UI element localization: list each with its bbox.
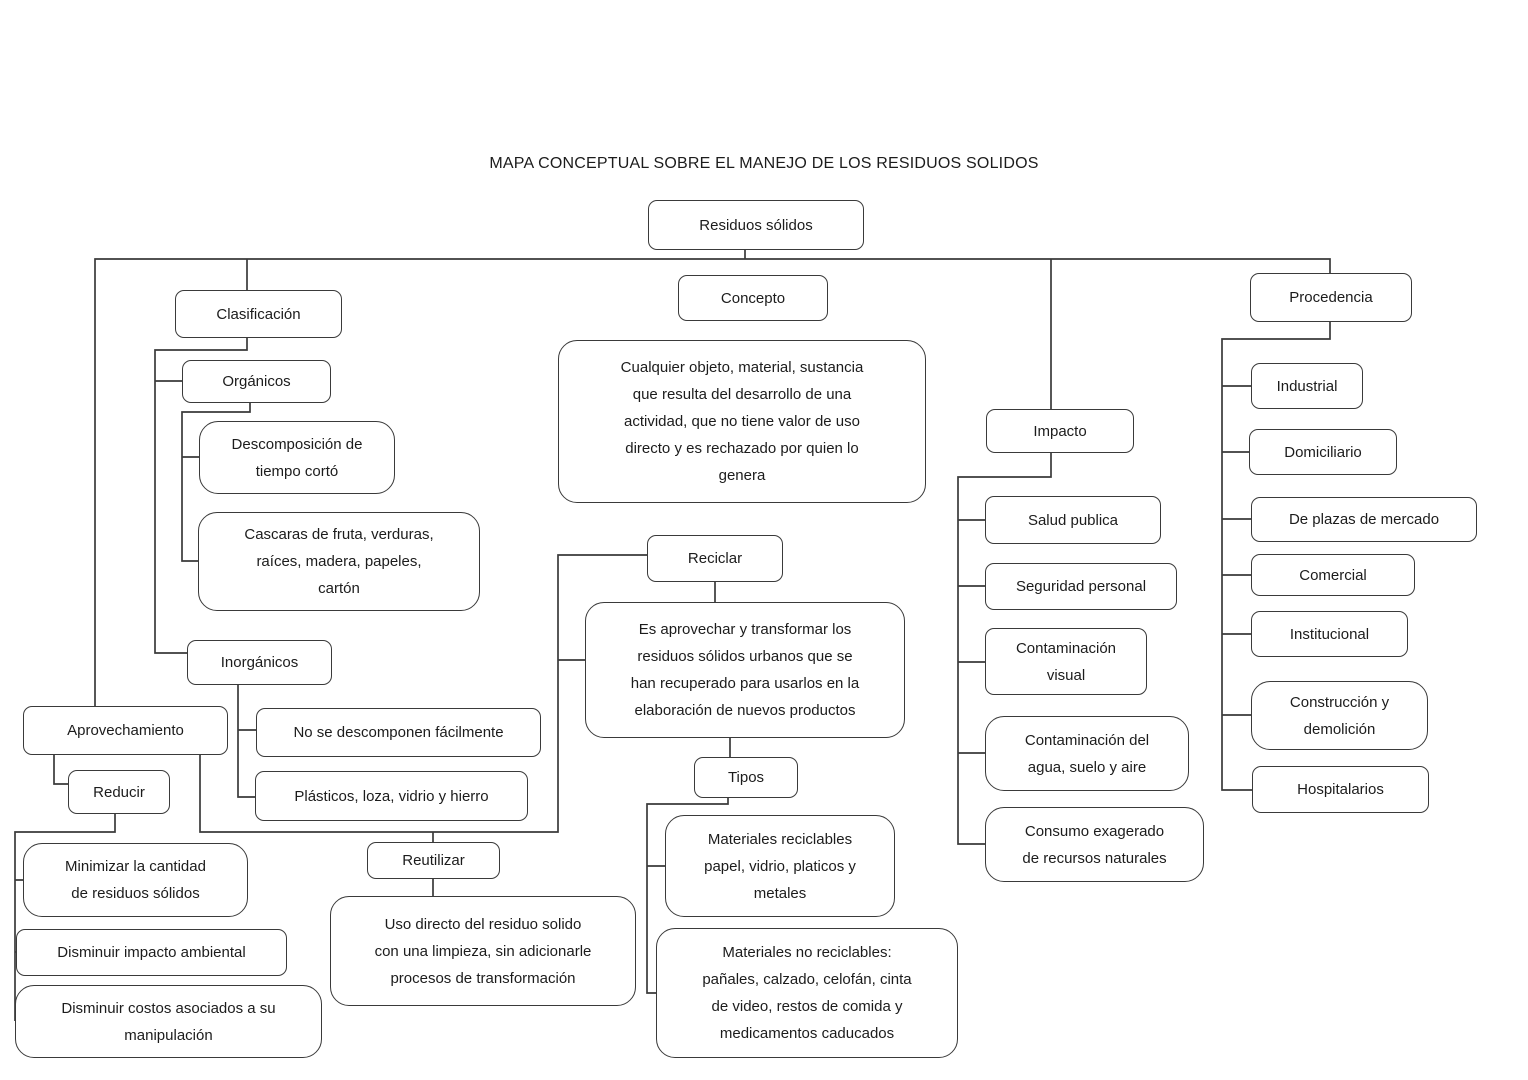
- node-hospitalarios: Hospitalarios: [1252, 766, 1429, 813]
- node-plazas-de-mercado: De plazas de mercado: [1251, 497, 1477, 542]
- node-disminuir-impacto: Disminuir impacto ambiental: [16, 929, 287, 976]
- node-reducir: Reducir: [68, 770, 170, 814]
- node-industrial: Industrial: [1251, 363, 1363, 409]
- node-clasificacion: Clasificación: [175, 290, 342, 338]
- node-salud-publica: Salud publica: [985, 496, 1161, 544]
- node-reutilizar-definicion: Uso directo del residuo solido con una l…: [330, 896, 636, 1006]
- node-plasticos-loza: Plásticos, loza, vidrio y hierro: [255, 771, 528, 821]
- node-concepto: Concepto: [678, 275, 828, 321]
- node-aprovechamiento: Aprovechamiento: [23, 706, 228, 755]
- edge-clasificacion-children: [154, 338, 248, 654]
- node-procedencia: Procedencia: [1250, 273, 1412, 322]
- node-domiciliario: Domiciliario: [1249, 429, 1397, 475]
- node-residuos-solidos: Residuos sólidos: [648, 200, 864, 250]
- node-concepto-definicion: Cualquier objeto, material, sustancia qu…: [558, 340, 926, 503]
- edge-reciclar-chain: [432, 582, 731, 994]
- node-materiales-reciclables: Materiales reciclables papel, vidrio, pl…: [665, 815, 895, 917]
- node-reutilizar: Reutilizar: [367, 842, 500, 879]
- node-materiales-no-reciclables: Materiales no reciclables: pañales, calz…: [656, 928, 958, 1058]
- edge-impacto-children: [957, 453, 1052, 845]
- edge-organicos-children: [181, 403, 251, 562]
- node-seguridad-personal: Seguridad personal: [985, 563, 1177, 610]
- edge-inorganicos-children: [237, 685, 256, 798]
- node-comercial: Comercial: [1251, 554, 1415, 596]
- edge-aprovechamiento-children: [53, 554, 647, 842]
- edge-reducir-children: [14, 814, 116, 1021]
- node-descomposicion-tiempo-corto: Descomposición de tiempo cortó: [199, 421, 395, 494]
- node-tipos: Tipos: [694, 757, 798, 798]
- edge-root-bus: [94, 250, 1331, 706]
- node-minimizar-cantidad: Minimizar la cantidad de residuos sólido…: [23, 843, 248, 917]
- node-institucional: Institucional: [1251, 611, 1408, 657]
- node-reciclar: Reciclar: [647, 535, 783, 582]
- node-contaminacion-visual: Contaminación visual: [985, 628, 1147, 695]
- node-construccion-demolicion: Construcción y demolición: [1251, 681, 1428, 750]
- node-contaminacion-agua-suelo-aire: Contaminación del agua, suelo y aire: [985, 716, 1189, 791]
- edge-procedencia-children: [1221, 322, 1331, 791]
- page-title: MAPA CONCEPTUAL SOBRE EL MANEJO DE LOS R…: [489, 155, 1039, 172]
- node-organicos: Orgánicos: [182, 360, 331, 403]
- node-reciclar-definicion: Es aprovechar y transformar los residuos…: [585, 602, 905, 738]
- node-disminuir-costos: Disminuir costos asociados a su manipula…: [15, 985, 322, 1058]
- node-impacto: Impacto: [986, 409, 1134, 453]
- node-cascaras-fruta: Cascaras de fruta, verduras, raíces, mad…: [198, 512, 480, 611]
- node-consumo-exagerado: Consumo exagerado de recursos naturales: [985, 807, 1204, 882]
- node-no-se-descomponen: No se descomponen fácilmente: [256, 708, 541, 757]
- node-inorganicos: Inorgánicos: [187, 640, 332, 685]
